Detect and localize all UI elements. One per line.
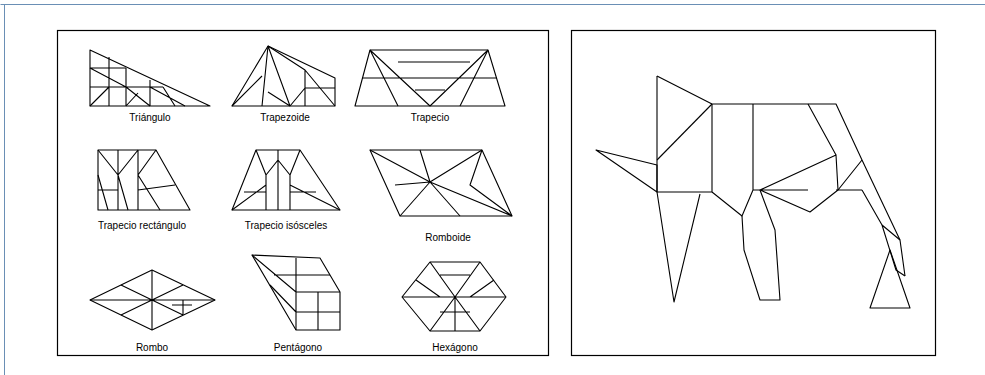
shape-name: Trapecio isósceles	[245, 220, 327, 231]
trapezium-figure	[355, 50, 505, 106]
trapezoid-figure	[232, 46, 335, 106]
shape-name: Rombo	[136, 342, 168, 353]
right-trapezium-figure	[98, 150, 190, 210]
shape-name: Hexágono	[432, 342, 478, 353]
triangle-figure	[90, 50, 210, 106]
shape-name: Trapezoide	[260, 112, 310, 123]
hexagon-figure	[402, 262, 506, 331]
shape-name: Pentágono	[274, 342, 322, 353]
shape-name: Romboide	[425, 232, 471, 243]
left-panel	[58, 31, 549, 356]
shape-name: Triángulo	[129, 112, 170, 123]
shape-name: Trapecio	[411, 112, 450, 123]
pentagon-figure	[252, 255, 340, 330]
parallelogram-figure	[370, 150, 512, 216]
elephant-figure	[596, 76, 910, 308]
page-frame	[1, 5, 985, 375]
isosceles-trapezium-figure	[232, 150, 340, 210]
shape-name: Trapecio rectángulo	[98, 220, 186, 231]
right-panel	[572, 31, 936, 356]
rhombus-figure	[90, 270, 215, 330]
